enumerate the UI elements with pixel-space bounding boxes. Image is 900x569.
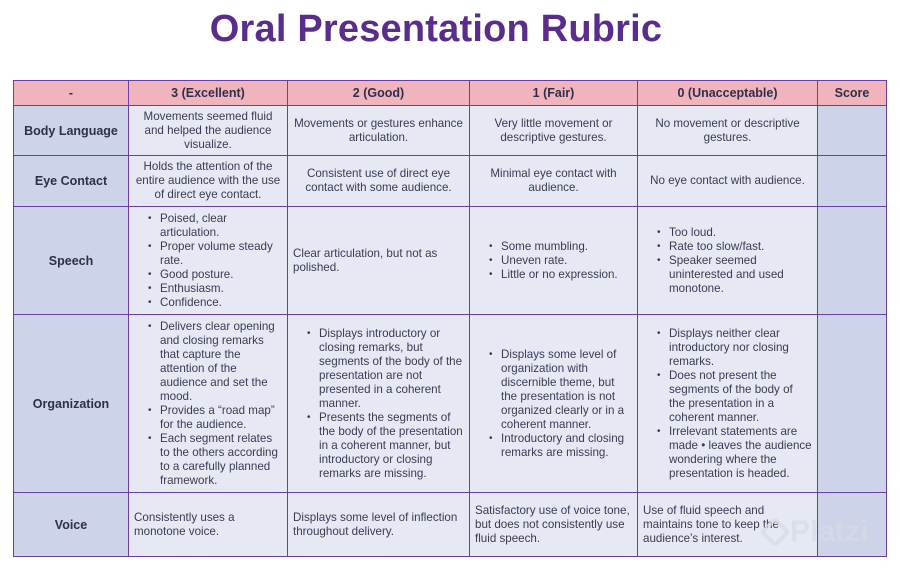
- header-good: 2 (Good): [287, 80, 470, 106]
- header-score: Score: [817, 80, 887, 106]
- header-criteria: -: [13, 80, 129, 106]
- bullet-item: Displays neither clear introductory nor …: [657, 327, 812, 369]
- bullet-item: Displays some level of organization with…: [489, 348, 632, 432]
- bullet-item: Introductory and closing remarks are mis…: [489, 432, 632, 460]
- cell-unacceptable: No movement or descriptive gestures.: [637, 105, 818, 156]
- cell-excellent: Delivers clear opening and closing remar…: [128, 314, 288, 493]
- cell-fair: Satisfactory use of voice tone, but does…: [469, 492, 638, 557]
- cell-fair: Very little movement or descriptive gest…: [469, 105, 638, 156]
- score-cell[interactable]: [817, 206, 887, 315]
- cell-fair: Minimal eye contact with audience.: [469, 155, 638, 207]
- bullet-item: Rate too slow/fast.: [657, 240, 812, 254]
- row-label: Eye Contact: [13, 155, 129, 207]
- bullet-item: Little or no expression.: [489, 268, 632, 282]
- bullet-item: Good posture.: [148, 268, 282, 282]
- header-excellent: 3 (Excellent): [128, 80, 288, 106]
- row-organization: Organization Delivers clear opening and …: [13, 314, 887, 493]
- cell-unacceptable: No eye contact with audience.: [637, 155, 818, 207]
- cell-excellent: Poised, clear articulation. Proper volum…: [128, 206, 288, 315]
- row-eye-contact: Eye Contact Holds the attention of the e…: [13, 155, 887, 207]
- bullet-item: Each segment relates to the others accor…: [148, 432, 282, 488]
- header-unacceptable: 0 (Unacceptable): [637, 80, 818, 106]
- row-label: Speech: [13, 206, 129, 315]
- score-cell[interactable]: [817, 105, 887, 156]
- cell-excellent: Holds the attention of the entire audien…: [128, 155, 288, 207]
- bullet-item: Uneven rate.: [489, 254, 632, 268]
- header-fair: 1 (Fair): [469, 80, 638, 106]
- cell-good: Displays some level of inflection throug…: [287, 492, 470, 557]
- cell-unacceptable: Too loud. Rate too slow/fast. Speaker se…: [637, 206, 818, 315]
- score-cell[interactable]: [817, 155, 887, 207]
- bullet-item: Enthusiasm.: [148, 282, 282, 296]
- header-row: - 3 (Excellent) 2 (Good) 1 (Fair) 0 (Una…: [13, 80, 887, 106]
- watermark-text: Platzi: [790, 515, 869, 548]
- bullet-item: Does not present the segments of the bod…: [657, 369, 812, 425]
- cell-excellent: Consistently uses a monotone voice.: [128, 492, 288, 557]
- row-voice: Voice Consistently uses a monotone voice…: [13, 492, 887, 557]
- cell-unacceptable: Displays neither clear introductory nor …: [637, 314, 818, 493]
- bullet-item: Too loud.: [657, 226, 812, 240]
- cell-good: Movements or gestures enhance articulati…: [287, 105, 470, 156]
- page-title: Oral Presentation Rubric: [209, 8, 663, 50]
- bullet-item: Irrelevant statements are made • leaves …: [657, 425, 812, 481]
- bullet-item: Some mumbling.: [489, 240, 632, 254]
- watermark-logo: Platzi: [759, 515, 869, 549]
- bullet-item: Confidence.: [148, 296, 282, 310]
- rubric-table: - 3 (Excellent) 2 (Good) 1 (Fair) 0 (Una…: [13, 80, 887, 557]
- cell-good: Clear articulation, but not as polished.: [287, 206, 470, 315]
- bullet-item: Speaker seemed uninterested and used mon…: [657, 254, 812, 296]
- score-cell[interactable]: [817, 492, 887, 557]
- bullet-item: Presents the segments of the body of the…: [307, 411, 464, 481]
- row-speech: Speech Poised, clear articulation. Prope…: [13, 206, 887, 315]
- score-cell[interactable]: [817, 314, 887, 493]
- cell-unacceptable: Use of fluid speech and maintains tone t…: [637, 492, 818, 557]
- row-body-language: Body Language Movements seemed fluid and…: [13, 105, 887, 156]
- bullet-item: Poised, clear articulation.: [148, 212, 282, 240]
- cell-fair: Displays some level of organization with…: [469, 314, 638, 493]
- cell-good: Consistent use of direct eye contact wit…: [287, 155, 470, 207]
- bullet-item: Delivers clear opening and closing remar…: [148, 320, 282, 404]
- platzi-logo-icon: [759, 516, 791, 548]
- row-label: Organization: [13, 314, 129, 493]
- cell-excellent: Movements seemed fluid and helped the au…: [128, 105, 288, 156]
- bullet-item: Displays introductory or closing remarks…: [307, 327, 464, 411]
- cell-good: Displays introductory or closing remarks…: [287, 314, 470, 493]
- cell-fair: Some mumbling. Uneven rate. Little or no…: [469, 206, 638, 315]
- row-label: Body Language: [13, 105, 129, 156]
- row-label: Voice: [13, 492, 129, 557]
- bullet-item: Provides a “road map” for the audience.: [148, 404, 282, 432]
- bullet-item: Proper volume steady rate.: [148, 240, 282, 268]
